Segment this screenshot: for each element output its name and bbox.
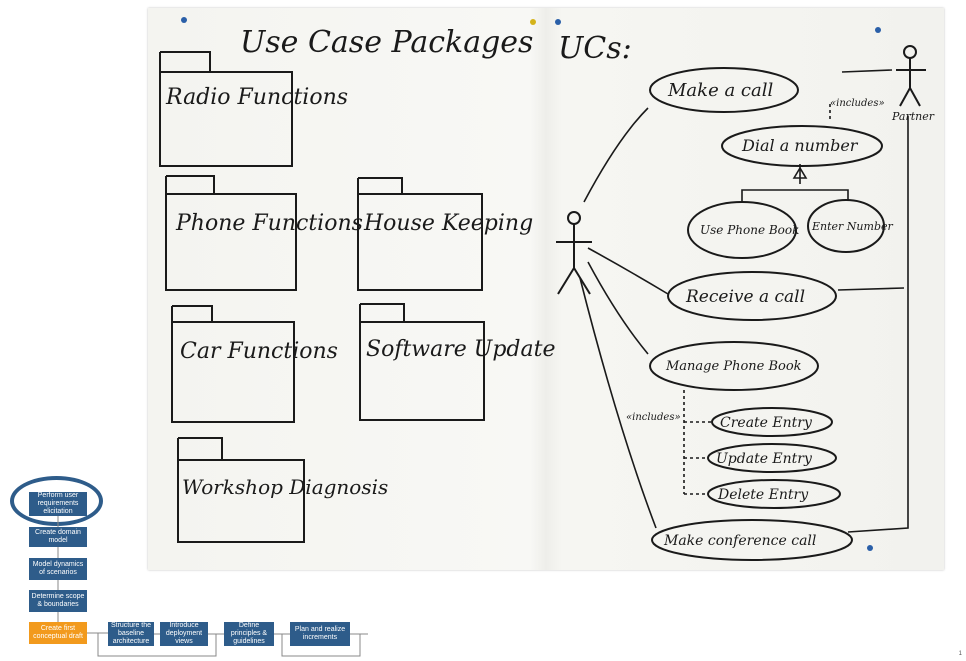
- assoc-partner-call: [841, 69, 893, 73]
- step-label: Define principles & guidelines: [230, 622, 268, 645]
- package-software: [359, 303, 485, 421]
- step-label: Determine scope & boundaries: [31, 593, 85, 608]
- use-case-sketch: Use Case Packages UCs: Radio Functions P…: [159, 17, 935, 561]
- usecase-delete-entry: [707, 479, 841, 509]
- pin-icon: [875, 27, 881, 33]
- package-phone-label: Phone Functions: [175, 211, 363, 236]
- actor-partner-label: Partner: [891, 110, 935, 123]
- usecase-dial-number: [721, 125, 883, 167]
- whiteboard-photo: Use Case Packages UCs: Radio Functions P…: [148, 8, 944, 570]
- assoc-make-call: [583, 107, 649, 203]
- package-car: [171, 305, 295, 423]
- actor-user-body: [556, 224, 592, 295]
- usecase-enter-number-label: Enter Number: [811, 220, 893, 233]
- usecase-make-call: [649, 67, 799, 113]
- usecase-conference-call: [651, 519, 853, 561]
- process-arrows: [57, 516, 368, 657]
- pin-icon: [181, 17, 187, 23]
- package-housekeeping-label: House Keeping: [363, 211, 533, 236]
- step-label: Introduce deployment views: [165, 622, 203, 645]
- actor-partner-body: [896, 58, 926, 107]
- flow-arrow-horizontal: [87, 632, 368, 635]
- package-workshop-label: Workshop Diagnosis: [182, 475, 388, 499]
- step-label: Plan and realize increments: [294, 626, 346, 641]
- assoc-partner-conference: [847, 116, 909, 533]
- usecase-update-entry: [707, 443, 837, 473]
- assoc-partner-receive: [837, 287, 905, 291]
- step-label: Model dynamics of scenarios: [32, 561, 84, 576]
- step-label: Create first conceptual draft: [33, 625, 83, 640]
- pin-icon: [555, 19, 561, 25]
- usecase-use-phonebook-label: Use Phone Book: [700, 223, 799, 237]
- usecase-receive-call: [667, 271, 837, 321]
- package-radio-label: Radio Functions: [165, 85, 348, 110]
- board-title: Use Case Packages: [240, 25, 533, 60]
- usecase-create-entry-label: Create Entry: [720, 415, 813, 431]
- pin-icon: [530, 19, 536, 25]
- usecase-make-call-label: Make a call: [667, 80, 773, 101]
- package-car-label: Car Functions: [180, 339, 338, 364]
- package-phone: [165, 175, 297, 291]
- package-workshop: [177, 437, 305, 543]
- usecase-enter-number: [807, 199, 885, 253]
- assoc-receive-call: [587, 247, 669, 295]
- step-plan-increments[interactable]: Plan and realize increments: [290, 622, 350, 646]
- step-label: Structure the baseline architecture: [110, 622, 152, 645]
- pin-icon: [867, 545, 873, 551]
- includes-label-entries: «includes»: [626, 412, 681, 423]
- page-number: 1: [958, 651, 962, 657]
- step-label: Create domain model: [35, 529, 81, 544]
- step-requirements-elicitation[interactable]: Perform user requirements elicitation: [29, 492, 87, 516]
- usecase-receive-call-label: Receive a call: [685, 287, 805, 307]
- generalization-dial: [741, 164, 849, 202]
- usecase-create-entry: [711, 407, 833, 437]
- package-housekeeping: [357, 177, 483, 291]
- step-deployment-views[interactable]: Introduce deployment views: [160, 622, 208, 646]
- step-domain-model[interactable]: Create domain model: [29, 527, 87, 547]
- usecase-manage-phonebook-label: Manage Phone Book: [665, 359, 802, 374]
- assoc-manage-phonebook: [587, 261, 649, 355]
- generalization-arrow-icon: [792, 166, 808, 179]
- step-model-dynamics[interactable]: Model dynamics of scenarios: [29, 558, 87, 580]
- ucs-label: UCs:: [558, 31, 632, 66]
- package-radio-line1: Radio Functions: [165, 85, 348, 110]
- usecase-manage-phonebook: [649, 341, 819, 391]
- flow-loop: [97, 633, 361, 657]
- step-baseline-architecture[interactable]: Structure the baseline architecture: [108, 622, 154, 646]
- usecase-dial-number-label: Dial a number: [741, 136, 859, 155]
- step-principles-guidelines[interactable]: Define principles & guidelines: [224, 622, 274, 646]
- step-conceptual-draft[interactable]: Create first conceptual draft: [29, 622, 87, 644]
- assoc-conference: [579, 277, 657, 529]
- package-radio: [159, 51, 293, 167]
- actor-partner-head: [903, 45, 917, 59]
- includes-label-dial: «includes»: [830, 98, 885, 109]
- usecase-update-entry-label: Update Entry: [716, 451, 813, 467]
- step-scope-boundaries[interactable]: Determine scope & boundaries: [29, 590, 87, 612]
- usecase-conference-call-label: Make conference call: [663, 533, 816, 549]
- usecase-delete-entry-label: Delete Entry: [717, 487, 809, 503]
- step-label: Perform user requirements elicitation: [37, 492, 79, 515]
- actor-user-head: [567, 211, 581, 225]
- current-step-highlight: [10, 476, 103, 526]
- package-software-label: Software Update: [366, 337, 555, 362]
- include-entries: [683, 390, 712, 495]
